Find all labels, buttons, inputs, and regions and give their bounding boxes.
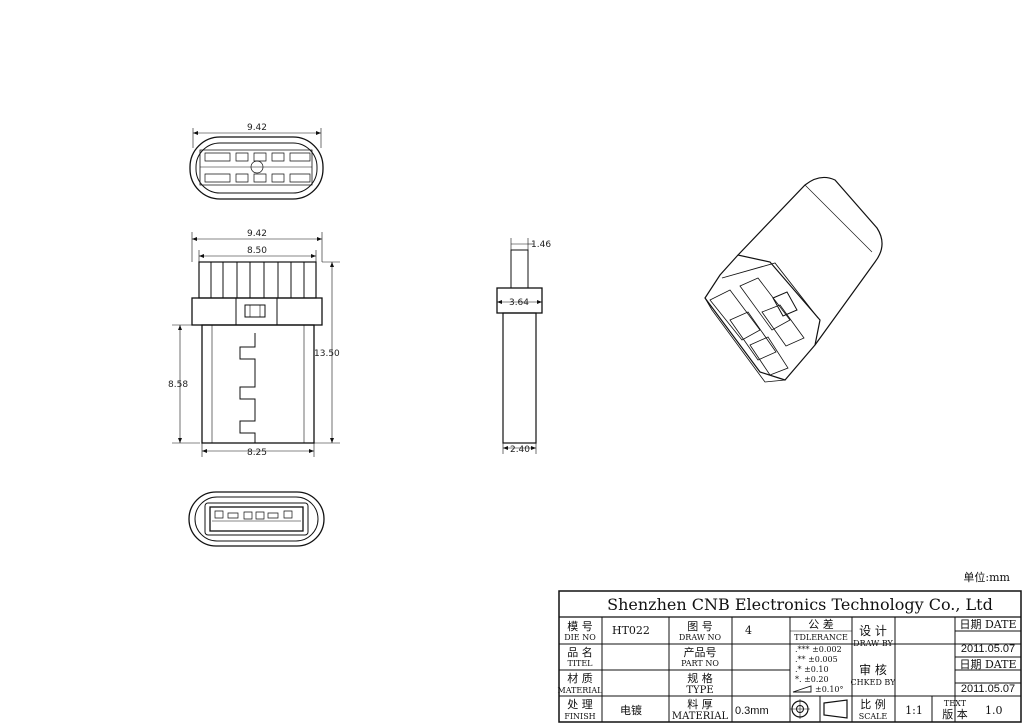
version-value: 1.0: [985, 704, 1003, 717]
die-no-cn: 模 号: [567, 620, 593, 633]
front-body-height-label: 8.58: [168, 380, 188, 390]
design-en: DRAW BY: [853, 639, 893, 648]
side-bottom-width-label: 2.40: [510, 445, 530, 455]
check-en: CHKED BY: [851, 678, 897, 687]
date-value-1: 2011.05.07: [961, 643, 1015, 655]
material-cn: 材 质: [567, 671, 593, 685]
die-no-value: HT022: [612, 624, 650, 637]
projection-symbol-icon: [790, 699, 848, 719]
thickness-en: MATERIAL: [672, 711, 729, 722]
date-value-2: 2011.05.07: [961, 683, 1015, 695]
date-label-1: 日期 DATE: [959, 618, 1016, 631]
angle-icon: [792, 685, 812, 693]
tolerance-cn: 公 差: [808, 617, 834, 631]
scale-value: 1:1: [905, 704, 923, 717]
thickness-cn: 料 厚: [687, 697, 713, 711]
tolerance-4: *. ±0.20: [795, 675, 829, 684]
front-inner-width-label: 8.50: [247, 246, 267, 256]
side-view: [496, 238, 543, 454]
version-cn: 版 本: [942, 707, 968, 721]
material-en: MATERIAL: [558, 686, 604, 695]
design-cn: 设 计: [859, 624, 887, 638]
part-no-cn: 产品号: [684, 645, 717, 659]
front-view: [172, 232, 340, 457]
tolerance-5: ±0.10°: [815, 685, 844, 694]
front-bottom-width-label: 8.25: [247, 448, 267, 458]
finish-value: 电镀: [620, 703, 642, 717]
side-collar-width-label: 3.64: [509, 298, 529, 308]
tolerance-3: .* ±0.10: [795, 665, 829, 674]
finish-cn: 处 理: [567, 698, 593, 711]
date-label-2: 日期 DATE: [959, 658, 1016, 671]
title-block: [558, 590, 1022, 723]
part-no-en: PART NO: [681, 659, 719, 668]
draw-no-cn: 图 号: [687, 620, 713, 633]
scale-en: SCALE: [859, 712, 888, 721]
finish-en: FINISH: [564, 712, 595, 721]
tolerance-2: .** ±0.005: [795, 655, 838, 664]
isometric-view: [704, 176, 883, 383]
scale-cn: 比 例: [860, 697, 886, 711]
tolerance-1: .*** ±0.002: [795, 645, 842, 654]
front-overall-width-label: 9.42: [247, 229, 267, 239]
tolerance-en: TDLERANCE: [794, 633, 848, 642]
titel-cn: 品 名: [567, 645, 593, 659]
die-no-en: DIE NO: [564, 633, 596, 642]
check-cn: 审 核: [859, 662, 887, 677]
top-view: [189, 128, 324, 200]
company-name: Shenzhen CNB Electronics Technology Co.,…: [607, 595, 993, 614]
draw-no-value: 4: [745, 624, 752, 637]
version-en: TEXT: [944, 699, 967, 708]
type-cn: 规 格: [687, 671, 713, 685]
side-pin-width-label: 1.46: [531, 240, 551, 250]
type-en: TYPE: [686, 685, 713, 696]
bottom-view: [188, 491, 325, 547]
unit-note: 单位:mm: [963, 570, 1010, 584]
top-width-label: 9.42: [247, 123, 267, 133]
thickness-value: 0.3mm: [735, 705, 769, 717]
front-height-label: 13.50: [314, 349, 340, 359]
draw-no-en: DRAW NO: [679, 633, 722, 642]
titel-en: TITEL: [568, 659, 594, 668]
